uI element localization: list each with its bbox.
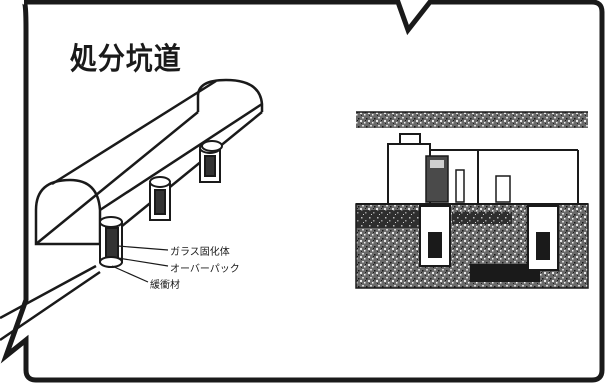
- disposal-pit-mid: [149, 176, 171, 221]
- pointer-lines: [0, 264, 101, 342]
- disposal-pit-near: [99, 216, 123, 268]
- tunnel-illustration: [34, 78, 264, 246]
- overpack-label: オーバーパック: [170, 264, 240, 275]
- leader-lines: [111, 245, 169, 283]
- buffer-label: 緩衝材: [150, 280, 180, 291]
- figure-title: 処分坑道: [70, 42, 182, 77]
- disposal-pit-top: [201, 140, 223, 152]
- glass-label: ガラス固化体: [170, 247, 230, 258]
- cross-section: [355, 111, 589, 289]
